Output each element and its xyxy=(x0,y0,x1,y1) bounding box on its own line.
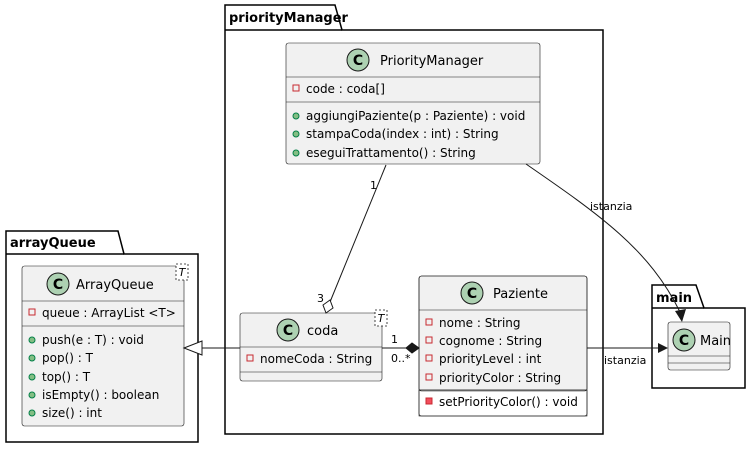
private-field-icon xyxy=(292,84,300,92)
type-parameter-box xyxy=(374,309,388,327)
class-name: ArrayQueue xyxy=(76,278,154,293)
public-method-icon xyxy=(28,391,36,399)
class-priority-manager: C PriorityManager code : coda[] aggiungi… xyxy=(285,42,541,165)
package-title: main xyxy=(656,291,692,306)
multiplicity-label: 1 xyxy=(370,179,377,192)
class-field: nomeCoda : String xyxy=(260,352,372,366)
private-field-icon xyxy=(425,373,433,381)
public-method-icon xyxy=(292,130,300,138)
inheritance-arrowhead xyxy=(182,340,203,356)
relation-label: istanzia xyxy=(604,354,646,367)
class-method: setPriorityColor() : void xyxy=(439,395,578,409)
class-field: queue : ArrayList <T> xyxy=(42,306,176,320)
class-array-queue: C ArrayQueue T queue : ArrayList <T> pus… xyxy=(21,263,189,427)
class-stereotype-letter: C xyxy=(679,333,689,349)
class-method: top() : T xyxy=(42,370,91,384)
class-stereotype-letter: C xyxy=(283,323,293,339)
composition-diamond xyxy=(405,342,420,354)
package-priority-manager: priorityManager xyxy=(224,4,604,435)
package-title: arrayQueue xyxy=(10,236,96,251)
dependency-relation-paziente-main: istanzia xyxy=(587,343,668,367)
aggregation-relation: 1 3 xyxy=(317,164,387,314)
multiplicity-label: 1 xyxy=(391,333,398,346)
class-stereotype-letter: C xyxy=(53,277,63,293)
type-parameter: T xyxy=(179,266,187,279)
public-method-icon xyxy=(28,354,36,362)
package-array-queue: arrayQueue xyxy=(5,230,199,443)
class-name: Main xyxy=(700,334,731,349)
class-name: Paziente xyxy=(493,287,548,302)
arrowhead xyxy=(658,343,668,353)
class-field: code : coda[] xyxy=(306,82,385,96)
private-field-icon xyxy=(246,354,254,362)
arrowhead xyxy=(675,309,686,322)
inheritance-relation xyxy=(182,340,240,356)
public-method-icon xyxy=(292,112,300,120)
public-method-icon xyxy=(292,149,300,157)
class-stereotype-icon xyxy=(276,318,300,342)
class-stereotype-letter: C xyxy=(353,53,363,69)
class-method: size() : int xyxy=(42,406,102,420)
public-method-icon xyxy=(28,336,36,344)
public-method-icon xyxy=(28,373,36,381)
class-name: PriorityManager xyxy=(380,54,484,69)
class-paziente: C Paziente nome : String cognome : Strin… xyxy=(418,275,588,409)
class-field: nome : String xyxy=(439,316,521,330)
class-coda: C coda T nomeCoda : String xyxy=(239,309,388,382)
private-field-icon xyxy=(425,354,433,362)
class-stereotype-icon xyxy=(460,281,484,305)
type-parameter-box xyxy=(175,263,189,281)
class-stereotype-letter: C xyxy=(467,286,477,302)
aggregation-diamond xyxy=(322,299,334,314)
private-method-icon xyxy=(425,397,433,405)
package-title: priorityManager xyxy=(229,11,349,26)
type-parameter: T xyxy=(378,312,386,325)
class-stereotype-icon xyxy=(346,48,370,72)
class-main: C Main xyxy=(667,321,731,371)
relation-label: istanzia xyxy=(590,200,632,213)
multiplicity-label: 0..* xyxy=(391,352,411,365)
class-stereotype-icon xyxy=(672,328,696,352)
class-name: coda xyxy=(307,324,338,339)
class-field: priorityLevel : int xyxy=(439,352,542,366)
private-field-icon xyxy=(28,308,36,316)
class-method: isEmpty() : boolean xyxy=(42,388,159,402)
class-method: stampaCoda(index : int) : String xyxy=(306,127,499,141)
class-method: aggiungiPaziente(p : Paziente) : void xyxy=(306,109,525,123)
multiplicity-label: 3 xyxy=(317,292,324,305)
private-field-icon xyxy=(425,318,433,326)
class-method: eseguiTrattamento() : String xyxy=(306,146,476,160)
composition-relation: 1 0..* xyxy=(382,333,420,365)
class-method: push(e : T) : void xyxy=(42,333,144,347)
class-method: pop() : T xyxy=(42,351,94,365)
class-field: priorityColor : String xyxy=(439,371,561,385)
public-method-icon xyxy=(28,409,36,417)
paziente-outline xyxy=(418,275,588,417)
class-field: cognome : String xyxy=(439,334,542,348)
class-stereotype-icon xyxy=(46,272,70,296)
dependency-relation-pm-main: istanzia xyxy=(525,163,686,322)
private-field-icon xyxy=(425,336,433,344)
